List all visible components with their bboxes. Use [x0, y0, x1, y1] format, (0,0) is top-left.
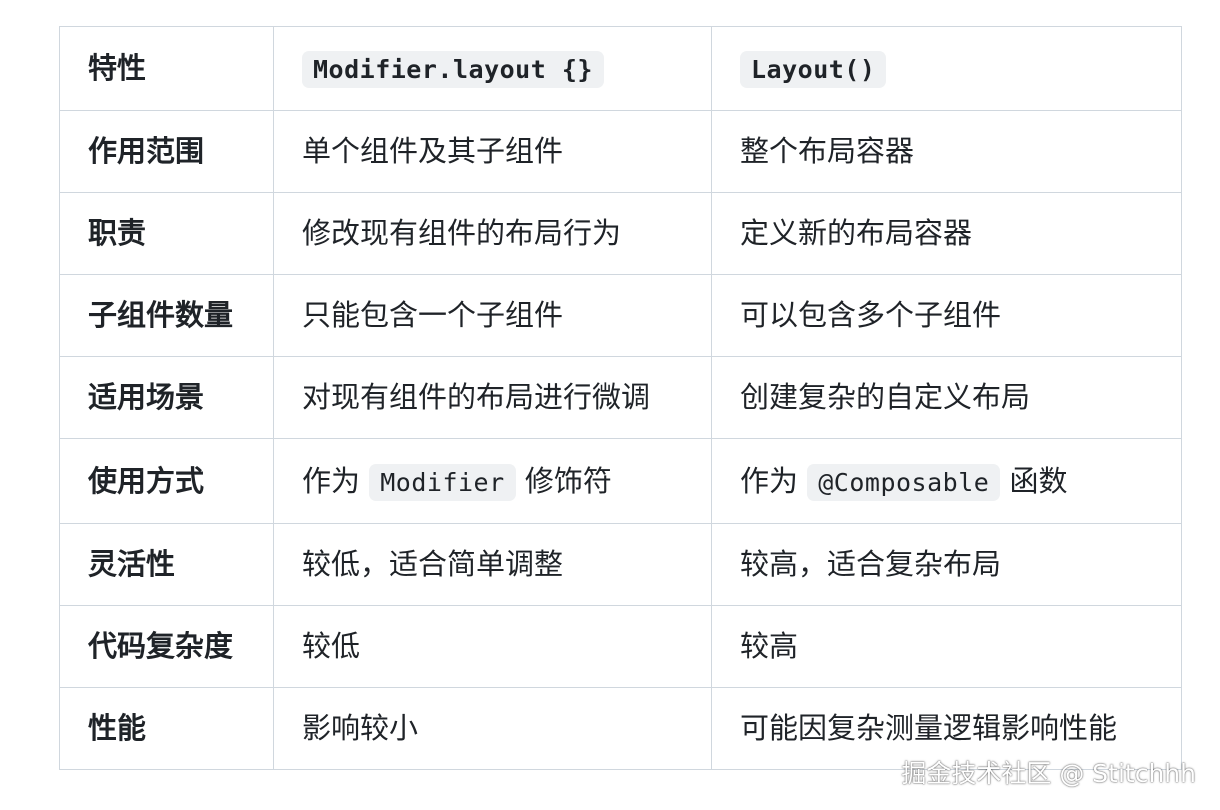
row-feature-cell: 灵活性: [59, 523, 274, 606]
row-layout-cell: 作为 @Composable 函数: [711, 438, 1182, 524]
inline-code-modifier-layout: Modifier.layout {}: [302, 51, 604, 89]
row-feature-cell: 子组件数量: [59, 274, 274, 357]
row-modifier-cell: 作为 Modifier 修饰符: [273, 438, 712, 524]
watermark: 掘金技术社区 @ Stitchhh: [901, 759, 1196, 788]
inline-code-modifier: Modifier: [369, 463, 516, 501]
usage-prefix-text: 作为: [740, 463, 799, 498]
row-feature-cell: 代码复杂度: [59, 605, 274, 688]
row-layout-cell: 整个布局容器: [711, 110, 1182, 193]
table-row: 代码复杂度 较低 较高: [59, 605, 1182, 688]
row-modifier-cell: 修改现有组件的布局行为: [273, 192, 712, 275]
table-row: 性能 影响较小 可能因复杂测量逻辑影响性能: [59, 687, 1182, 770]
table-row: 子组件数量 只能包含一个子组件 可以包含多个子组件: [59, 274, 1182, 357]
row-feature-cell: 作用范围: [59, 110, 274, 193]
row-layout-cell: 定义新的布局容器: [711, 192, 1182, 275]
row-layout-cell: 较高，适合复杂布局: [711, 523, 1182, 606]
row-feature-cell: 性能: [59, 687, 274, 770]
usage-suffix-text: 函数: [1009, 463, 1068, 498]
header-feature-cell: 特性: [59, 26, 274, 111]
usage-suffix-text: 修饰符: [524, 463, 612, 498]
row-modifier-cell: 对现有组件的布局进行微调: [273, 356, 712, 439]
comparison-table: 特性 Modifier.layout {} Layout() 作用范围 单个组件…: [59, 26, 1182, 770]
row-feature-cell: 职责: [59, 192, 274, 275]
row-modifier-cell: 较低，适合简单调整: [273, 523, 712, 606]
row-layout-cell: 较高: [711, 605, 1182, 688]
row-layout-cell: 创建复杂的自定义布局: [711, 356, 1182, 439]
row-modifier-cell: 较低: [273, 605, 712, 688]
usage-prefix-text: 作为: [302, 463, 361, 498]
row-modifier-cell: 单个组件及其子组件: [273, 110, 712, 193]
header-layout-cell: Layout(): [711, 26, 1182, 111]
table-header-row: 特性 Modifier.layout {} Layout(): [59, 26, 1182, 111]
row-layout-cell: 可以包含多个子组件: [711, 274, 1182, 357]
row-modifier-cell: 影响较小: [273, 687, 712, 770]
inline-code-layout: Layout(): [740, 51, 887, 89]
row-modifier-cell: 只能包含一个子组件: [273, 274, 712, 357]
header-modifier-layout-cell: Modifier.layout {}: [273, 26, 712, 111]
row-feature-cell: 使用方式: [59, 438, 274, 524]
table-row: 使用方式 作为 Modifier 修饰符 作为 @Composable 函数: [59, 438, 1182, 524]
row-layout-cell: 可能因复杂测量逻辑影响性能: [711, 687, 1182, 770]
table-row: 作用范围 单个组件及其子组件 整个布局容器: [59, 110, 1182, 193]
table-row: 灵活性 较低，适合简单调整 较高，适合复杂布局: [59, 523, 1182, 606]
row-feature-cell: 适用场景: [59, 356, 274, 439]
table-row: 适用场景 对现有组件的布局进行微调 创建复杂的自定义布局: [59, 356, 1182, 439]
table-row: 职责 修改现有组件的布局行为 定义新的布局容器: [59, 192, 1182, 275]
inline-code-composable: @Composable: [807, 463, 1001, 501]
